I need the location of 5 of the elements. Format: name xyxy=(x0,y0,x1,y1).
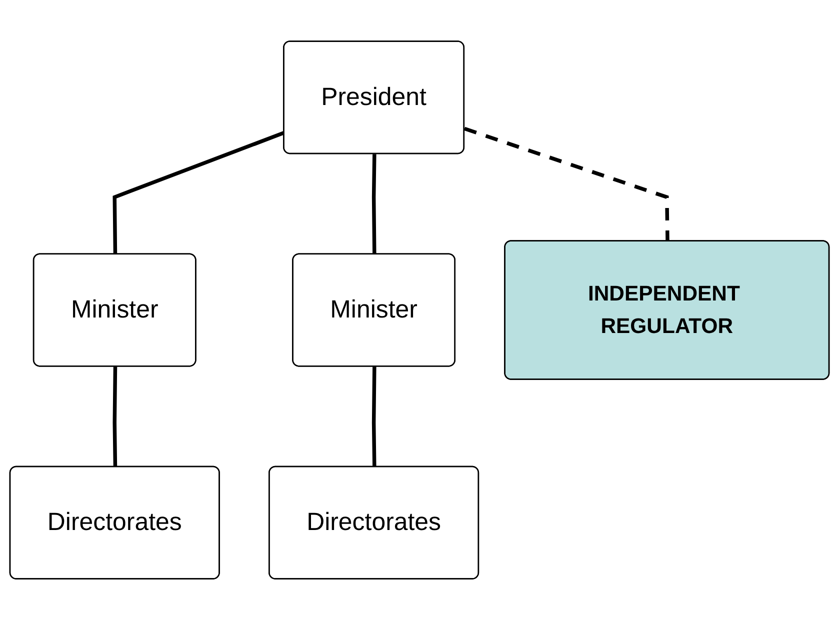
connector xyxy=(372,366,376,468)
connector xyxy=(372,154,376,255)
connector xyxy=(464,126,670,242)
connector xyxy=(112,366,118,468)
connector xyxy=(112,130,285,255)
